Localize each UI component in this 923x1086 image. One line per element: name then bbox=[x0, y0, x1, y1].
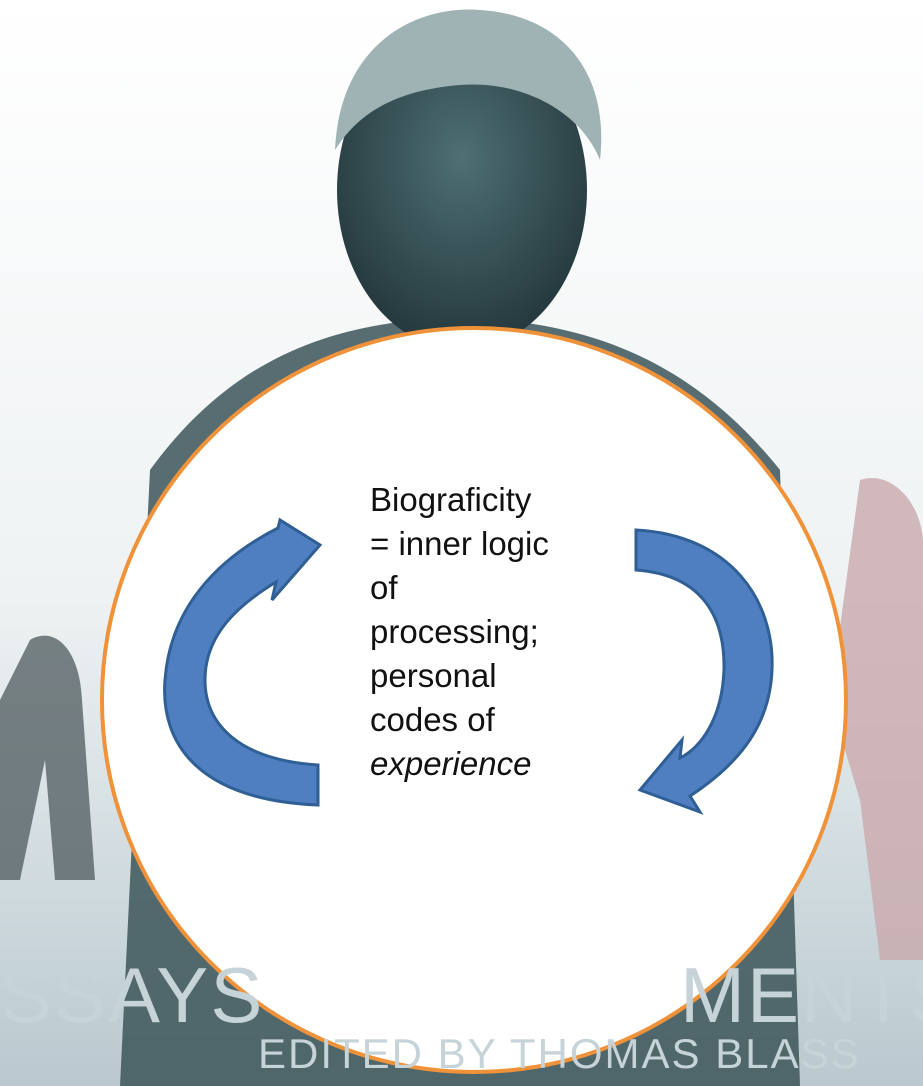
center-line: Biograficity bbox=[370, 481, 532, 518]
center-line: codes of bbox=[370, 701, 495, 738]
portrait-head bbox=[337, 30, 587, 350]
cover-title-right: MENTS bbox=[680, 951, 923, 1039]
cover-editor-credit: EDITED BY THOMAS BLASS bbox=[258, 1030, 861, 1077]
center-circle bbox=[100, 326, 848, 1074]
left-cycle-arrow bbox=[163, 517, 323, 807]
cover-title-left: SSAYS bbox=[0, 951, 265, 1039]
center-emphasis: experience bbox=[370, 745, 532, 782]
walking-figure-right bbox=[830, 478, 923, 960]
center-line: processing; bbox=[370, 613, 539, 650]
right-cycle-arrow bbox=[634, 528, 774, 815]
portrait-hair bbox=[335, 9, 602, 160]
center-line: personal bbox=[370, 657, 497, 694]
walking-figure-left bbox=[0, 635, 95, 880]
center-text: Biograficity = inner logic of processing… bbox=[370, 478, 625, 786]
center-line: = inner logic bbox=[370, 525, 549, 562]
center-line: of bbox=[370, 569, 398, 606]
